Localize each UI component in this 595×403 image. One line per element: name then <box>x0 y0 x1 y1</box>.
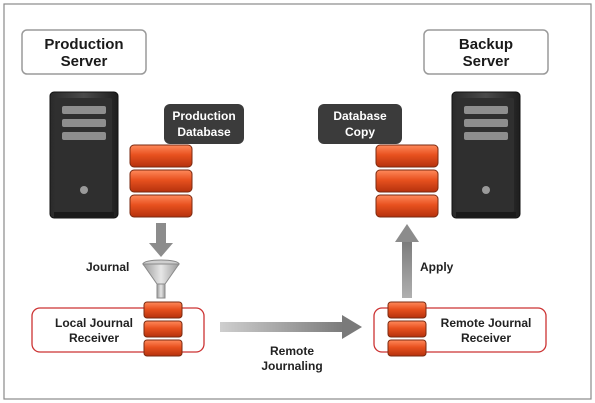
database-copy-tag: Database Copy <box>318 104 402 144</box>
production-database-icon <box>129 144 193 218</box>
remote-journaling-line1: Remote <box>270 344 314 358</box>
journal-down-arrow <box>149 223 173 257</box>
remote-journaling-arrow <box>220 315 362 339</box>
apply-label: Apply <box>420 260 454 274</box>
remote-receiver-line1: Remote Journal <box>441 316 532 330</box>
production-server-label: Production Server <box>21 29 147 75</box>
database-copy-icon <box>375 144 439 218</box>
backup-server-line1: Backup <box>459 36 513 53</box>
backup-server-icon <box>451 91 521 219</box>
journal-label: Journal <box>86 260 129 274</box>
production-server-icon <box>49 91 119 219</box>
database-copy-line1: Database <box>333 109 387 123</box>
production-database-line2: Database <box>177 125 231 139</box>
backup-server-label: Backup Server <box>423 29 549 75</box>
funnel-icon <box>142 259 180 299</box>
production-server-line1: Production <box>44 36 123 53</box>
local-receiver-line2: Receiver <box>69 331 119 345</box>
database-copy-line2: Copy <box>345 125 375 139</box>
remote-journaling-line2: Journaling <box>261 359 322 373</box>
production-database-line1: Production <box>172 109 235 123</box>
remote-receiver-line2: Receiver <box>461 331 511 345</box>
production-database-tag: Production Database <box>164 104 244 144</box>
local-receiver-disk-icon <box>143 301 183 357</box>
backup-server-line2: Server <box>463 53 510 70</box>
remote-receiver-disk-icon <box>387 301 427 357</box>
production-server-line2: Server <box>61 53 108 70</box>
local-receiver-line1: Local Journal <box>55 316 133 330</box>
apply-up-arrow <box>395 224 419 298</box>
